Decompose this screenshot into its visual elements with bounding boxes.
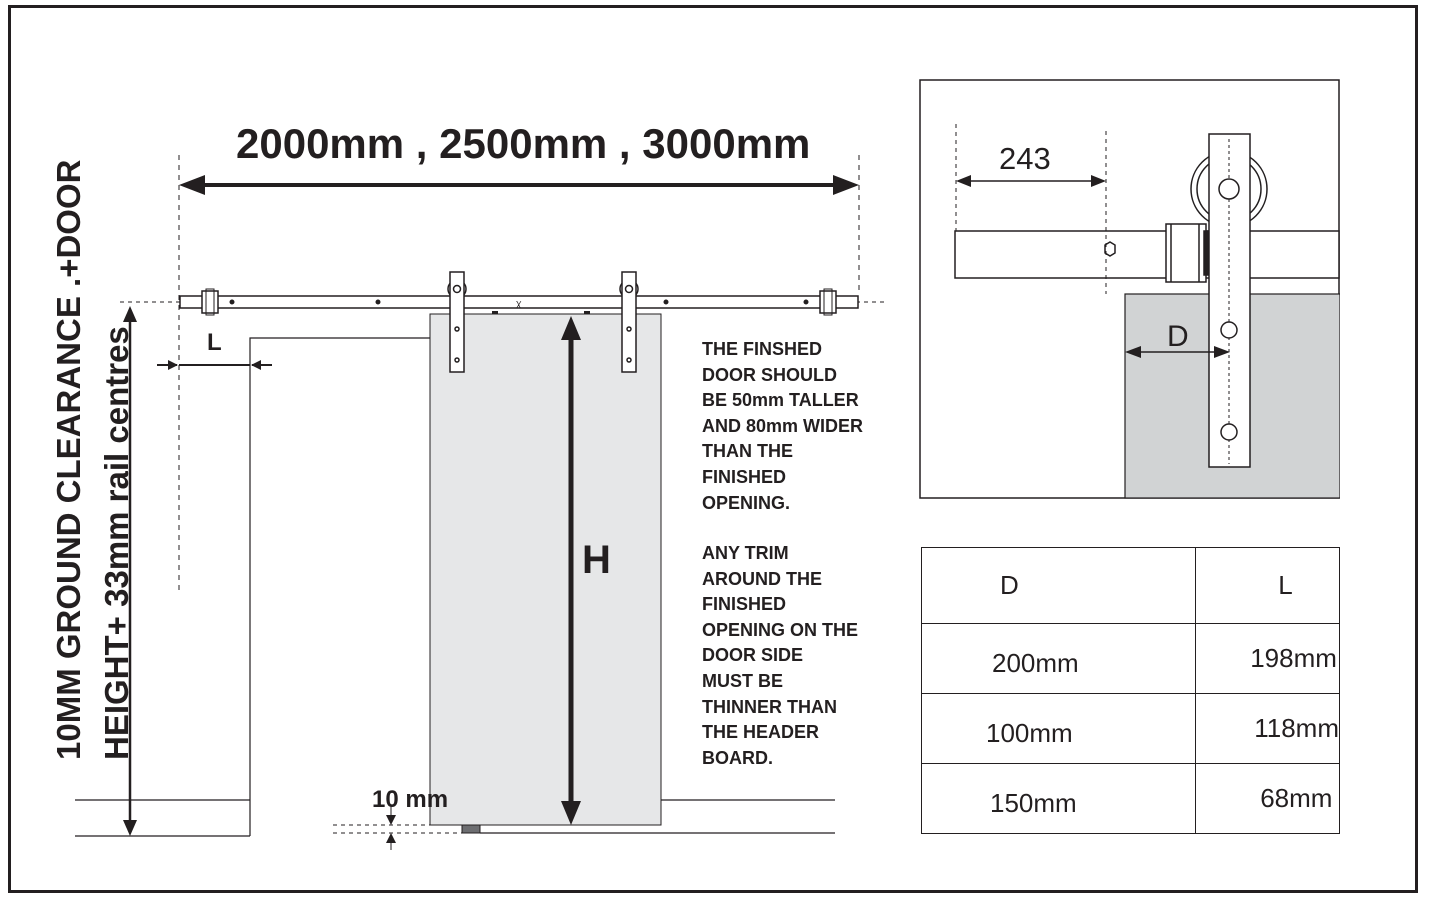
outer-frame xyxy=(8,5,1418,893)
table-row: 200mm 198mm xyxy=(920,623,1340,694)
overall-height-arrow xyxy=(123,306,137,836)
vertical-label-line2: HEIGHT+ 33mm rail centres xyxy=(98,326,135,760)
note-line: THINNER THAN xyxy=(702,696,837,717)
note-line: AND 80mm WIDER xyxy=(702,415,864,436)
table-cell: 198mm xyxy=(1195,623,1340,694)
note-door-size: THE FINSHED DOOR SHOULD BE 50mm TALLER A… xyxy=(702,337,863,516)
note-line: AROUND THE xyxy=(702,568,822,589)
table-header-row: D L xyxy=(920,547,1340,624)
door-stop-mark xyxy=(584,311,590,314)
clearance-arrows xyxy=(386,805,396,850)
door-panel xyxy=(429,313,662,826)
note-line: DOOR SIDE xyxy=(702,645,804,666)
detail-strap xyxy=(1208,133,1251,468)
label-H: H xyxy=(582,538,611,582)
door-height-arrow xyxy=(561,316,581,825)
detail-view xyxy=(919,79,1340,499)
table-cell: 200mm xyxy=(920,623,1197,694)
detail-243-dimension xyxy=(955,124,1107,294)
note-line: OPENING ON THE xyxy=(702,619,859,640)
note-line: THAN THE xyxy=(702,441,793,462)
note-line: THE FINSHED xyxy=(702,339,823,359)
note-line: MUST BE xyxy=(702,670,783,691)
hanger-left xyxy=(447,271,467,373)
note-line: THE HEADER xyxy=(702,722,820,743)
detail-spacer xyxy=(1165,223,1211,283)
table-header-D: D xyxy=(920,547,1197,624)
ground-clearance-label: 10 mm xyxy=(372,786,449,813)
note-line: DOOR SHOULD xyxy=(702,364,837,385)
note-line: BOARD. xyxy=(702,747,773,768)
detail-D-dimension xyxy=(1125,346,1230,358)
note-line: FINISHED xyxy=(702,594,787,615)
detail-label-D: D xyxy=(1167,320,1189,353)
dimension-table: D L 200mm 198mm 100mm 118mm 150mm 68mm xyxy=(920,547,1340,834)
table-row: 100mm 118mm xyxy=(920,693,1340,764)
table-row: 150mm 68mm xyxy=(920,763,1340,834)
svg-text:ꭓ: ꭓ xyxy=(516,298,522,309)
note-line: FINISHED xyxy=(702,466,787,487)
note-trim: ANY TRIM AROUND THE FINISHED OPENING ON … xyxy=(702,541,858,771)
note-line: OPENING. xyxy=(702,492,791,513)
door-stop-mark xyxy=(492,311,498,314)
note-line: BE 50mm TALLER xyxy=(702,390,859,411)
table-cell: 150mm xyxy=(920,763,1197,834)
table-cell: 118mm xyxy=(1195,693,1340,764)
table-cell: 100mm xyxy=(920,693,1197,764)
detail-rail xyxy=(954,230,1340,279)
hanger-right xyxy=(619,271,639,373)
label-L: L xyxy=(207,329,222,356)
rail: ꭓ xyxy=(179,288,859,316)
door-width-options-title: 2000mm , 2500mm , 3000mm xyxy=(236,120,811,167)
table-header-L: L xyxy=(1195,547,1340,624)
width-dimension xyxy=(178,155,860,595)
note-line: ANY TRIM xyxy=(702,543,789,563)
table-cell: 68mm xyxy=(1195,763,1340,834)
floor-lines xyxy=(333,799,835,834)
detail-dimension-243: 243 xyxy=(999,141,1051,176)
vertical-label-line1: 10MM GROUND CLEARANCE .+DOOR xyxy=(50,159,87,760)
